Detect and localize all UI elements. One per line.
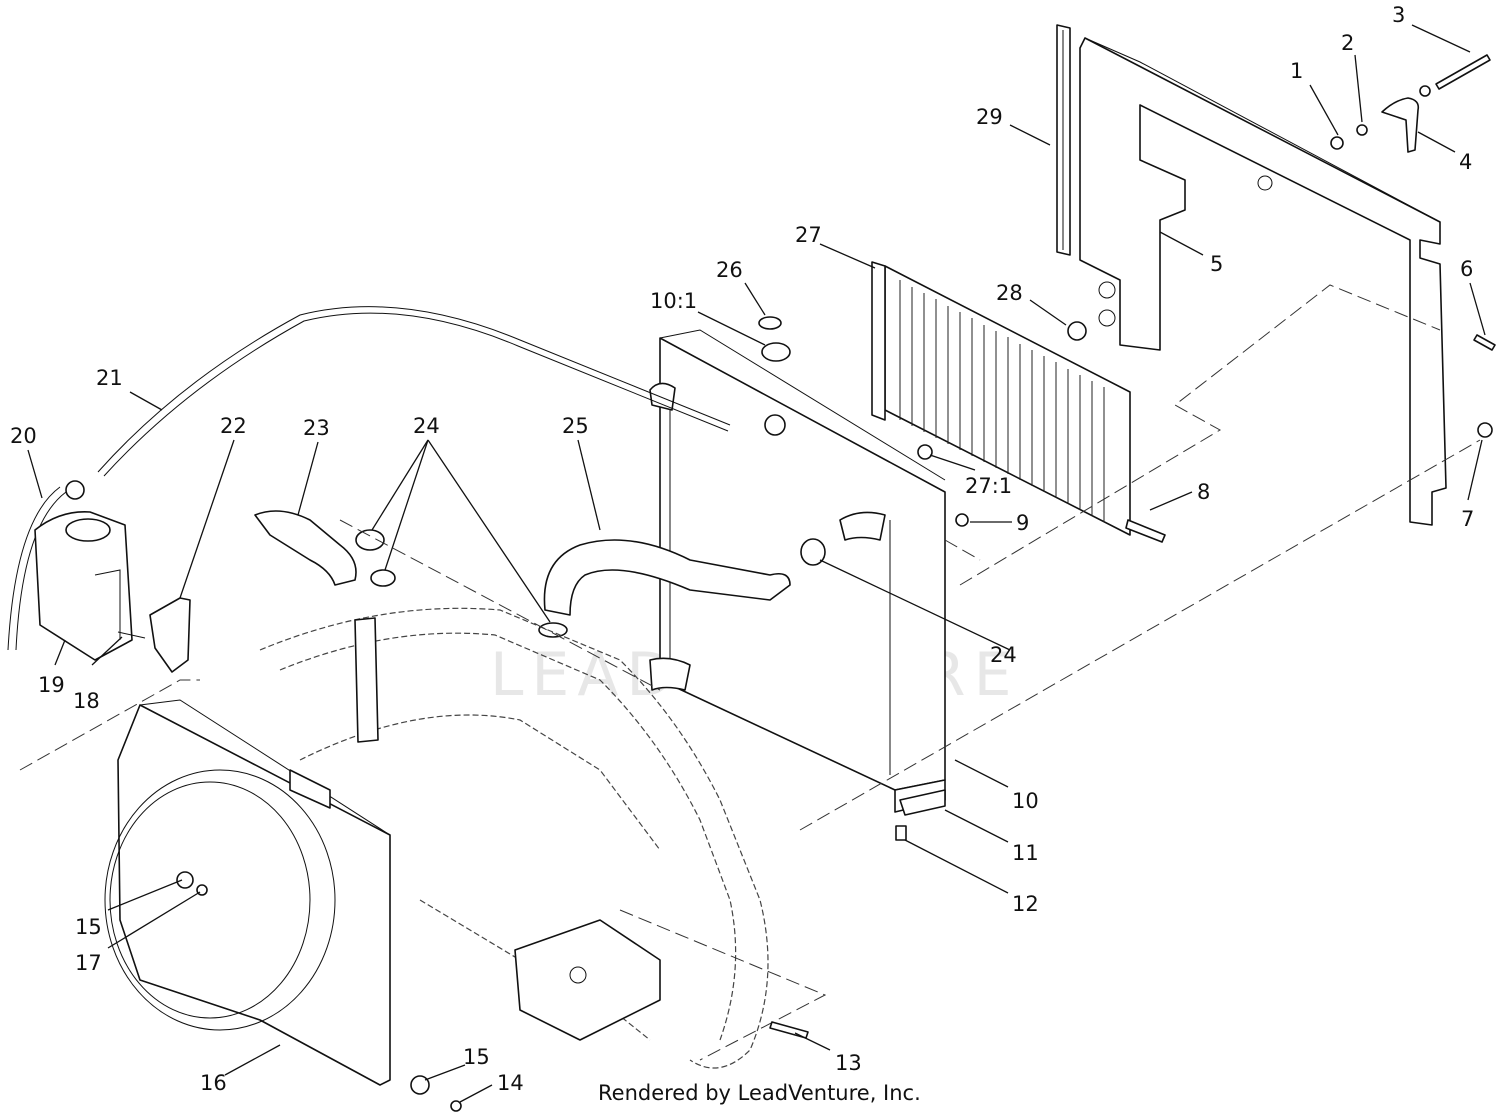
label-27-1: 27:1	[965, 474, 1012, 498]
lower-hose	[254, 510, 357, 586]
bolt-head	[450, 1100, 462, 1112]
render-credit: Rendered by LeadVenture, Inc.	[598, 1081, 921, 1105]
support-frame	[1079, 37, 1447, 526]
hose-clamp	[355, 529, 385, 551]
label-18: 18	[73, 689, 100, 713]
label-3: 3	[1392, 3, 1405, 27]
hardware-bolt-washers	[1330, 54, 1491, 153]
bolt	[1473, 334, 1496, 351]
bolt	[769, 1021, 809, 1039]
label-4: 4	[1459, 150, 1472, 174]
label-9: 9	[1016, 511, 1029, 535]
reservoir-vent-hose	[7, 486, 61, 651]
washer	[410, 1075, 430, 1095]
upper-hose	[543, 539, 791, 616]
label-7: 7	[1461, 507, 1474, 531]
label-6: 6	[1460, 257, 1473, 281]
label-10: 10	[1012, 789, 1039, 813]
nut	[1477, 422, 1493, 438]
label-11: 11	[1012, 841, 1039, 865]
hose-clamp	[800, 538, 826, 566]
label-22: 22	[220, 414, 247, 438]
label-12: 12	[1012, 892, 1039, 916]
label-16: 16	[200, 1071, 227, 1095]
label-13: 13	[835, 1051, 862, 1075]
hose-clamp	[538, 622, 568, 638]
label-1: 1	[1290, 59, 1303, 83]
label-2: 2	[1341, 31, 1354, 55]
label-24-upper: 24	[413, 414, 440, 438]
coolant-reservoir	[34, 480, 133, 661]
fan-shroud	[104, 699, 391, 1086]
spacer	[895, 825, 907, 841]
alignment-lines	[19, 284, 1481, 1061]
radiator	[649, 329, 946, 813]
cap-gasket	[758, 316, 782, 330]
label-5: 5	[1210, 252, 1223, 276]
label-25: 25	[562, 414, 589, 438]
label-15-lower: 15	[463, 1045, 490, 1069]
oil-cooler	[871, 261, 1166, 543]
bracket-bolt	[117, 631, 146, 639]
label-27: 27	[795, 223, 822, 247]
label-10-1: 10:1	[650, 289, 697, 313]
radiator-cap	[761, 342, 791, 362]
label-19: 19	[38, 673, 65, 697]
label-28: 28	[996, 281, 1023, 305]
label-29: 29	[976, 105, 1003, 129]
hose-clamp	[370, 569, 396, 587]
label-17: 17	[75, 951, 102, 975]
overflow-hose	[97, 306, 731, 473]
label-21: 21	[96, 366, 123, 390]
foam-pad	[899, 789, 946, 816]
leader-lines	[27, 24, 1486, 1103]
label-8: 8	[1197, 480, 1210, 504]
label-15-upper: 15	[75, 915, 102, 939]
reservoir-bracket	[149, 597, 191, 673]
label-26: 26	[716, 258, 743, 282]
nut	[955, 513, 969, 527]
label-24-lower: 24	[990, 643, 1017, 667]
label-14: 14	[497, 1071, 524, 1095]
label-23: 23	[303, 416, 330, 440]
label-20: 20	[10, 424, 37, 448]
engine-frame	[259, 607, 769, 1069]
callout-labels: 1 2 3 4 5 6 7 8 9 10 10:1 11 12 13 14 15…	[10, 3, 1474, 1095]
